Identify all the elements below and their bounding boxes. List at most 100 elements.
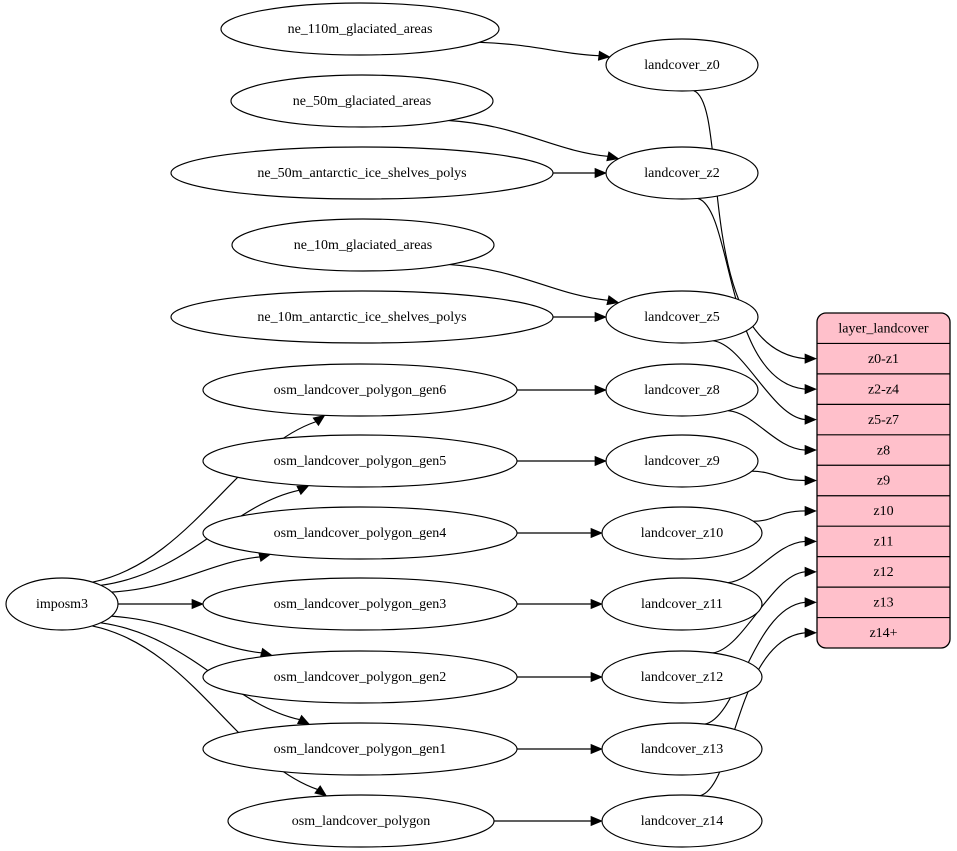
node-shape-ne_10m_antarctic_ice_shelves_polys	[170, 290, 554, 344]
node-label-landcover_z5: landcover_z5	[644, 310, 719, 325]
edge-landcover_z14--to--z14+	[699, 627, 817, 797]
edge-arrowhead	[590, 815, 603, 827]
node-shape-landcover_z9	[605, 434, 759, 488]
edge-landcover_z0--to--z0-z1	[693, 90, 817, 364]
edge-arrowhead	[296, 714, 311, 725]
edge-osm_landcover_polygon_gen3--to--landcover_z11	[517, 598, 603, 610]
table-row-z5-z7[interactable]: z5-z7	[868, 413, 899, 428]
edge-arrowhead	[804, 444, 817, 456]
node-label-ne_10m_glaciated_areas: ne_10m_glaciated_areas	[294, 238, 432, 253]
edge-arrowhead	[804, 566, 817, 577]
edge-landcover_z2--to--z2-z4	[697, 197, 817, 395]
edge-imposm3--to--osm_landcover_polygon_gen1	[100, 622, 311, 725]
edge-arrowhead	[590, 527, 603, 539]
node-landcover_z8[interactable]: landcover_z8	[605, 363, 759, 417]
edge-landcover_z11--to--z11	[727, 536, 817, 584]
edge-landcover_z9--to--z9	[751, 470, 817, 486]
node-shape-osm_landcover_polygon_gen5	[202, 434, 518, 488]
edge-arrowhead	[804, 536, 817, 547]
node-landcover_z2[interactable]: landcover_z2	[605, 146, 759, 200]
node-label-landcover_z10: landcover_z10	[641, 526, 723, 541]
edge-arrowhead	[590, 598, 603, 610]
node-ne_50m_glaciated_areas[interactable]: ne_50m_glaciated_areas	[230, 74, 494, 128]
edge-imposm3--to--osm_landcover_polygon	[92, 625, 328, 797]
node-osm_landcover_polygon_gen1[interactable]: osm_landcover_polygon_gen1	[202, 722, 518, 776]
edge-line	[111, 556, 260, 593]
table-row-z8[interactable]: z8	[877, 443, 890, 458]
node-shape-landcover_z10	[601, 506, 763, 560]
node-shape-osm_landcover_polygon_gen2	[202, 650, 518, 704]
node-osm_landcover_polygon_gen5[interactable]: osm_landcover_polygon_gen5	[202, 434, 518, 488]
node-shape-landcover_z8	[605, 363, 759, 417]
node-osm_landcover_polygon_gen4[interactable]: osm_landcover_polygon_gen4	[202, 506, 518, 560]
table-row-z13[interactable]: z13	[873, 596, 893, 611]
node-ne_10m_glaciated_areas[interactable]: ne_10m_glaciated_areas	[231, 218, 495, 272]
edge-line	[111, 615, 262, 654]
edge-ne_10m_glaciated_areas--to--landcover_z5	[449, 263, 620, 306]
edge-osm_landcover_polygon_gen2--to--landcover_z12	[517, 671, 603, 683]
edge-line	[92, 625, 318, 790]
node-osm_landcover_polygon_gen6[interactable]: osm_landcover_polygon_gen6	[202, 363, 518, 417]
node-landcover_z13[interactable]: landcover_z13	[601, 722, 763, 776]
node-landcover_z9[interactable]: landcover_z9	[605, 434, 759, 488]
node-landcover_z11[interactable]: landcover_z11	[601, 577, 763, 631]
node-landcover_z10[interactable]: landcover_z10	[601, 506, 763, 560]
table-row-z12[interactable]: z12	[873, 565, 893, 580]
edge-imposm3--to--osm_landcover_polygon_gen6	[92, 414, 326, 583]
edge-arrowhead	[312, 414, 326, 427]
node-shape-landcover_z11	[601, 577, 763, 631]
node-imposm3[interactable]: imposm3	[5, 577, 119, 631]
node-shape-ne_50m_antarctic_ice_shelves_polys	[170, 146, 554, 200]
node-landcover_z14[interactable]: landcover_z14	[601, 794, 763, 848]
node-landcover_z0[interactable]: landcover_z0	[605, 38, 759, 92]
edge-osm_landcover_polygon_gen4--to--landcover_z10	[517, 527, 603, 539]
node-landcover_z5[interactable]: landcover_z5	[605, 290, 759, 344]
node-shape-osm_landcover_polygon_gen1	[202, 722, 518, 776]
node-ne_110m_glaciated_areas[interactable]: ne_110m_glaciated_areas	[220, 2, 500, 56]
node-label-osm_landcover_polygon_gen5: osm_landcover_polygon_gen5	[274, 454, 447, 469]
edge-arrowhead	[804, 475, 817, 486]
table-title: layer_landcover	[838, 321, 929, 336]
node-label-landcover_z9: landcover_z9	[644, 454, 719, 469]
edge-ne_50m_antarctic_ice_shelves_polys--to--landcover_z2	[553, 167, 607, 179]
edge-line	[479, 41, 599, 57]
edge-arrowhead	[594, 167, 607, 179]
edge-ne_10m_antarctic_ice_shelves_polys--to--landcover_z5	[553, 311, 607, 323]
node-osm_landcover_polygon[interactable]: osm_landcover_polygon	[227, 794, 495, 848]
node-landcover_z12[interactable]: landcover_z12	[601, 650, 763, 704]
node-osm_landcover_polygon_gen2[interactable]: osm_landcover_polygon_gen2	[202, 650, 518, 704]
table-row-z11[interactable]: z11	[874, 535, 894, 550]
table-row-z0-z1[interactable]: z0-z1	[868, 352, 899, 367]
edge-arrowhead	[804, 384, 817, 395]
node-osm_landcover_polygon_gen3[interactable]: osm_landcover_polygon_gen3	[202, 577, 518, 631]
edge-arrowhead	[804, 627, 817, 638]
edge-line	[699, 632, 806, 797]
edge-imposm3--to--osm_landcover_polygon_gen3	[118, 598, 204, 610]
node-label-osm_landcover_polygon_gen2: osm_landcover_polygon_gen2	[274, 670, 447, 685]
node-label-osm_landcover_polygon: osm_landcover_polygon	[292, 814, 430, 829]
table-row-z2-z4[interactable]: z2-z4	[868, 382, 899, 397]
table-row-z9[interactable]: z9	[877, 474, 890, 489]
node-shape-landcover_z2	[605, 146, 759, 200]
layer-landcover-table: layer_landcover z0-z1 z2-z4 z5-z7 z8 z9 z10 z11…	[816, 312, 951, 649]
node-shape-osm_landcover_polygon_gen4	[202, 506, 518, 560]
edge-arrowhead	[804, 353, 817, 364]
node-shape-landcover_z13	[601, 722, 763, 776]
edge-line	[449, 263, 608, 301]
node-label-landcover_z11: landcover_z11	[641, 597, 723, 612]
table-row-z14+[interactable]: z14+	[869, 626, 897, 641]
node-label-landcover_z13: landcover_z13	[641, 742, 723, 757]
edge-landcover_z5--to--z5-z7	[712, 340, 817, 425]
edge-arrowhead	[606, 151, 620, 162]
node-label-osm_landcover_polygon_gen4: osm_landcover_polygon_gen4	[274, 526, 447, 541]
edge-arrowhead	[594, 311, 607, 323]
table-row-z10[interactable]: z10	[873, 504, 893, 519]
edge-arrowhead	[597, 50, 611, 61]
edge-arrowhead	[590, 671, 603, 683]
nodes-layer: imposm3 ne_110m_glaciated_areas ne_50m_gla…	[5, 2, 763, 848]
node-shape-landcover_z5	[605, 290, 759, 344]
edge-line	[100, 622, 300, 721]
node-ne_10m_antarctic_ice_shelves_polys[interactable]: ne_10m_antarctic_ice_shelves_polys	[170, 290, 554, 344]
node-ne_50m_antarctic_ice_shelves_polys[interactable]: ne_50m_antarctic_ice_shelves_polys	[170, 146, 554, 200]
